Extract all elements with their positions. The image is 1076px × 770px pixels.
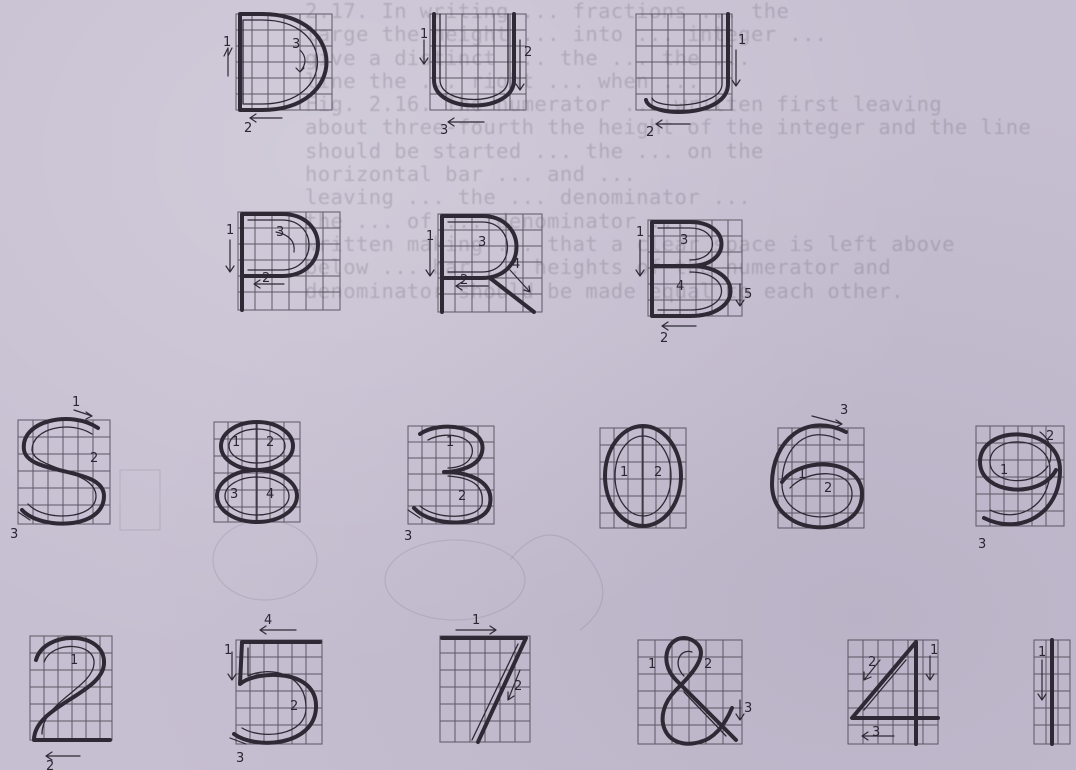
letter-j-label-1: 1 (738, 33, 746, 48)
letter-j-arrow-1 (732, 50, 740, 86)
letter-u-arrow-3 (448, 118, 484, 126)
letter-u-arrow-2 (516, 40, 524, 90)
letter-s-label-2: 2 (90, 451, 98, 466)
letter-b-label-2: 2 (660, 331, 668, 346)
letter-d: 1 2 3 (223, 14, 332, 136)
digit-4-arrow-1 (926, 656, 934, 680)
ampersand-label-2: 2 (704, 657, 712, 672)
digit-6-label-2: 2 (824, 481, 832, 496)
letter-j: 1 2 (636, 14, 746, 140)
digit-8-label-4: 4 (266, 487, 274, 502)
digit-5-label-3: 3 (236, 751, 244, 766)
letter-u-label-1: 1 (420, 27, 428, 42)
letter-d-label-2: 2 (244, 121, 252, 136)
digit-3-label-2: 2 (458, 489, 466, 504)
digit-5: 4 1 2 3 (224, 613, 322, 766)
letter-r-label-3: 3 (478, 235, 486, 250)
digit-6: 3 1 2 (772, 403, 864, 528)
digit-1-label-1: 1 (1038, 645, 1046, 660)
digit-0: 1 2 (600, 426, 686, 528)
bleed-through-sketch (120, 470, 603, 630)
digit-6-label-1: 1 (798, 467, 806, 482)
letter-d-arrow-1 (224, 48, 232, 76)
letter-u-arrow-1 (420, 40, 428, 64)
letter-p-label-1: 1 (226, 223, 234, 238)
digit-4-label-1: 1 (930, 643, 938, 658)
digit-2-label-2: 2 (46, 759, 54, 770)
letter-s: 1 2 3 (10, 395, 110, 542)
letter-p-label-2: 2 (262, 271, 270, 286)
letter-b-arrow-2 (662, 322, 696, 330)
digit-2: 1 2 (30, 636, 112, 770)
digit-2-label-1: 1 (70, 653, 78, 668)
letter-b-label-3: 3 (680, 233, 688, 248)
digit-6-grid (778, 428, 864, 528)
digit-4: 1 2 3 (848, 640, 938, 744)
letter-d-label-3: 3 (292, 37, 300, 52)
ampersand: 1 2 3 (638, 638, 752, 744)
digit-1: 1 (1034, 640, 1070, 744)
digit-9-label-2: 2 (1046, 429, 1054, 444)
letter-r-label-1: 1 (426, 229, 434, 244)
digit-4-grid (848, 640, 938, 744)
digit-9-label-1: 1 (1000, 463, 1008, 478)
letter-j-label-2: 2 (646, 125, 654, 140)
letter-s-arrow-1 (74, 410, 92, 419)
letter-s-label-3: 3 (10, 527, 18, 542)
letter-p-arrow-1 (226, 240, 234, 272)
letter-u: 1 2 3 (420, 14, 532, 138)
letter-b-label-1: 1 (636, 225, 644, 240)
letter-r-label-4: 4 (512, 257, 520, 272)
digit-7-label-2: 2 (514, 679, 522, 694)
digit-3: 1 2 3 (404, 426, 494, 544)
digit-9: 1 2 3 (976, 426, 1064, 552)
digit-7-label-1: 1 (472, 613, 480, 628)
digit-8-label-3: 3 (230, 487, 238, 502)
letter-b-arrow-1 (636, 240, 644, 276)
letter-r-label-2: 2 (460, 273, 468, 288)
digit-4-label-2: 2 (868, 655, 876, 670)
letter-p: 1 2 3 (226, 212, 340, 310)
ampersand-label-3: 3 (744, 701, 752, 716)
digit-1-arrow-1 (1038, 660, 1046, 700)
letter-r-arrow-4 (510, 270, 530, 292)
ampersand-label-1: 1 (648, 657, 656, 672)
digit-0-label-1: 1 (620, 465, 628, 480)
digit-5-label-4: 4 (264, 613, 272, 628)
digit-6-label-3: 3 (840, 403, 848, 418)
digit-4-label-3: 3 (872, 725, 880, 740)
digit-9-label-3: 3 (978, 537, 986, 552)
letter-p-grid (238, 212, 340, 310)
letter-d-label-1: 1 (223, 35, 231, 50)
digit-8-label-1: 1 (232, 435, 240, 450)
letter-b-label-5: 5 (744, 287, 752, 302)
digit-7: 1 2 (440, 613, 530, 742)
letter-p-label-3: 3 (276, 225, 284, 240)
letter-r-arrow-1 (426, 240, 434, 276)
letter-r: 1 2 3 4 (426, 214, 542, 312)
letter-b-label-4: 4 (676, 279, 684, 294)
letter-j-grid (636, 14, 732, 110)
letter-j-arrow-2 (656, 120, 690, 128)
letter-b: 1 2 3 4 5 (636, 220, 752, 346)
letter-r-grid (438, 214, 542, 312)
digit-5-label-2: 2 (290, 699, 298, 714)
letter-j-inner (652, 14, 722, 105)
letter-u-label-3: 3 (440, 123, 448, 138)
letter-b-arrow-5 (736, 284, 744, 306)
digit-0-label-2: 2 (654, 465, 662, 480)
digit-8-label-2: 2 (266, 435, 274, 450)
letter-u-label-2: 2 (524, 45, 532, 60)
digit-9-inner (990, 442, 1050, 515)
digit-5-label-1: 1 (224, 643, 232, 658)
letter-s-label-1: 1 (72, 395, 80, 410)
digit-3-label-3: 3 (404, 529, 412, 544)
letter-d-arrow-2 (250, 114, 282, 122)
digit-3-label-1: 1 (446, 435, 454, 450)
digit-8: 1 2 3 4 (214, 422, 300, 522)
ampersand-arrow-3 (736, 700, 744, 720)
letter-u-inner (440, 14, 508, 100)
